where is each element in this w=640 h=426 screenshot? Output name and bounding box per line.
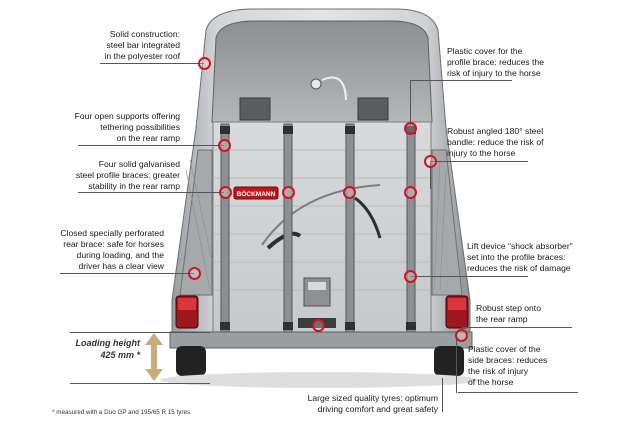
- label-plastic-cover-side: Plastic cover of the side braces: reduce…: [468, 344, 548, 387]
- footnote: * measured with a Duo GP and 195/65 R 15…: [52, 409, 191, 416]
- label-closed-rear-brace: Closed specially perforated rear brace: …: [60, 228, 164, 271]
- marker-plastic-cover: [404, 122, 417, 135]
- label-angled-bandle: Robust angled 180° steel bandle: reduce …: [447, 126, 544, 158]
- marker-brace-1: [219, 186, 232, 199]
- label-robust-step: Robust step onto the rear ramp: [476, 303, 541, 324]
- marker-closed-rear-brace: [188, 267, 201, 280]
- marker-side-brace-cover: [455, 329, 468, 342]
- brand-logo-plate: [233, 186, 279, 200]
- marker-brace-4: [404, 186, 417, 199]
- loading-height-value: 425 mm *: [100, 350, 140, 360]
- label-solid-construction: Solid construction: steel bar integrated…: [104, 29, 180, 61]
- marker-step: [312, 319, 325, 332]
- marker-roof: [198, 57, 211, 70]
- marker-lift-device: [404, 270, 417, 283]
- marker-bandle: [424, 155, 437, 168]
- label-plastic-cover-profile: Plastic cover for the profile brace: red…: [447, 46, 544, 78]
- trailer-interior: [211, 20, 433, 123]
- right-tyre: [434, 346, 464, 376]
- brand-logo: BÖCKMANN: [237, 189, 276, 198]
- label-tyres: Large sized quality tyres: optimum drivi…: [307, 393, 438, 414]
- left-tyre: [176, 346, 206, 376]
- marker-brace-3: [343, 186, 356, 199]
- label-open-supports: Four open supports offering tethering po…: [74, 111, 180, 143]
- marker-open-support: [218, 139, 231, 152]
- label-lift-device: Lift device “shock absorber” set into th…: [467, 241, 573, 273]
- label-galvanised-braces: Four solid galvanised steel profile brac…: [75, 159, 180, 191]
- loading-height-label: Loading height: [75, 338, 141, 348]
- loading-height: Loading height 425 mm *: [60, 337, 141, 361]
- marker-brace-2: [282, 186, 295, 199]
